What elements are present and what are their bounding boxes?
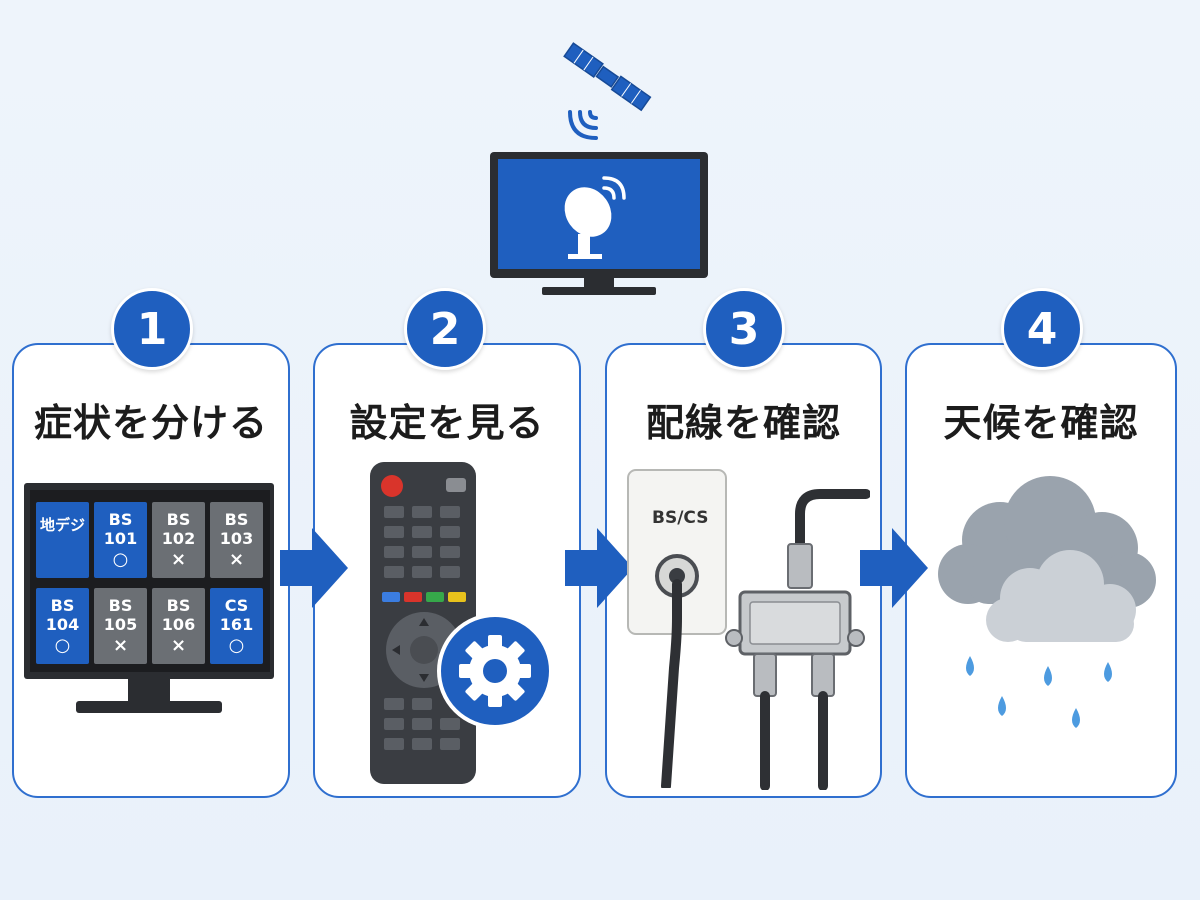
step-number-badge-4: 4 xyxy=(1001,288,1083,370)
ok-mark-icon: ○ xyxy=(228,635,245,656)
channel-tile-number: 101 xyxy=(103,529,138,548)
arrow-right-icon xyxy=(565,528,633,608)
channel-tile-number: 106 xyxy=(161,615,196,634)
rain-cloud-icon xyxy=(938,476,1156,728)
channel-tile-label: CS xyxy=(224,596,249,615)
channel-tile-number: 161 xyxy=(219,615,254,634)
channel-tile-cs161: CS 161 ○ xyxy=(210,588,263,664)
channel-tile-number: 103 xyxy=(219,529,254,548)
channel-tile-label: BS xyxy=(108,510,133,529)
ok-mark-icon: ○ xyxy=(54,635,71,656)
step-number-badge-1: 1 xyxy=(111,288,193,370)
step-number-badge-2: 2 xyxy=(404,288,486,370)
wall-outlet-icon xyxy=(627,469,727,788)
ng-mark-icon: × xyxy=(170,549,187,570)
arrow-right-icon xyxy=(860,528,928,608)
channel-tile-label: BS xyxy=(108,596,133,615)
arrow-right-icon xyxy=(280,528,348,608)
gear-icon xyxy=(437,613,553,729)
ng-mark-icon: × xyxy=(170,635,187,656)
ok-mark-icon: ○ xyxy=(112,549,129,570)
channel-tile-label: 地デジ xyxy=(39,516,85,534)
step-number-badge-3: 3 xyxy=(703,288,785,370)
tv-with-dish-icon xyxy=(490,152,708,295)
channel-tile-number: 105 xyxy=(103,615,138,634)
wall-outlet-label: BS/CS xyxy=(652,508,709,528)
satellite-icon xyxy=(563,42,652,140)
channel-tile-label: BS xyxy=(166,510,191,529)
channel-tile-number: 102 xyxy=(161,529,196,548)
channel-tile-bs101: BS 101 ○ xyxy=(94,502,147,578)
channel-tile-bs103: BS 103 × xyxy=(210,502,263,578)
channel-tile-terrestrial: 地デジ xyxy=(36,502,89,578)
ng-mark-icon: × xyxy=(112,635,129,656)
step-title-2: 設定を見る xyxy=(349,401,545,445)
ng-mark-icon: × xyxy=(228,549,245,570)
channel-tile-bs102: BS 102 × xyxy=(152,502,205,578)
cable-splitter-icon xyxy=(725,489,870,790)
channel-tile-bs104: BS 104 ○ xyxy=(36,588,89,664)
channel-tile-label: BS xyxy=(50,596,75,615)
channel-grid: 地デジ BS 101 ○ BS 102 × BS 103 × BS 104 ○ … xyxy=(30,490,270,672)
channel-tile-bs105: BS 105 × xyxy=(94,588,147,664)
channel-tile-label: BS xyxy=(166,596,191,615)
channel-tile-bs106: BS 106 × xyxy=(152,588,205,664)
channel-tile-number: 104 xyxy=(45,615,80,634)
step-title-3: 配線を確認 xyxy=(645,401,841,445)
channel-tile-label: BS xyxy=(224,510,249,529)
step-title-4: 天候を確認 xyxy=(943,401,1139,445)
step-title-1: 症状を分ける xyxy=(33,401,268,445)
